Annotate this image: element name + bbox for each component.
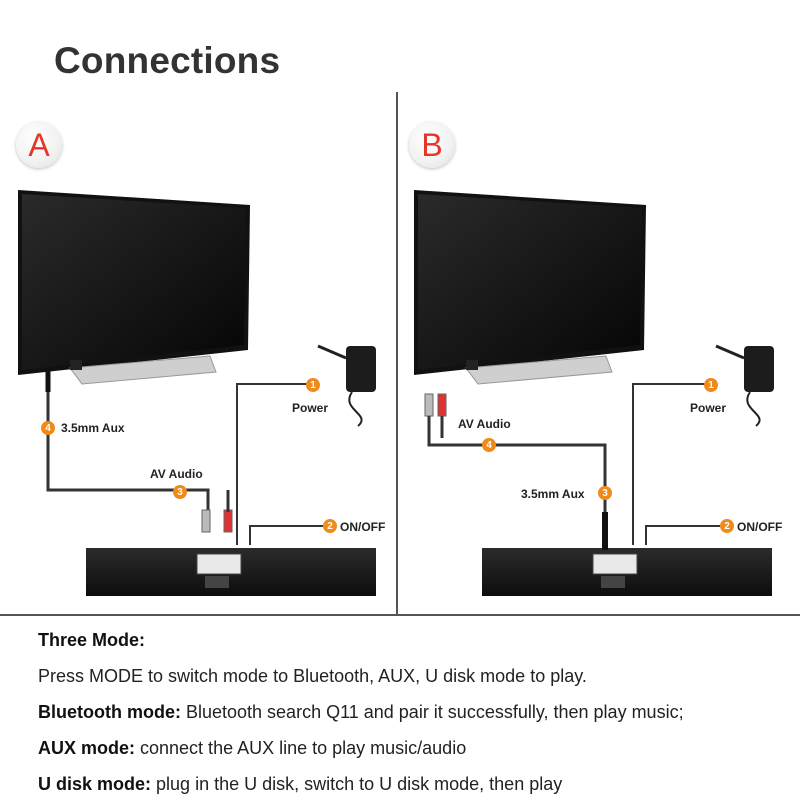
soundbar-a <box>86 548 376 596</box>
badge-onoff-a: 2 <box>323 519 337 533</box>
power-adapter-a <box>317 344 376 427</box>
badge-aux-a: 4 <box>41 421 55 435</box>
modes-section: Three Mode: Press MODE to switch mode to… <box>38 622 788 802</box>
label-av-a: AV Audio <box>150 467 203 481</box>
badge-power-a: 1 <box>306 378 320 392</box>
badge-aux-b: 3 <box>598 486 612 500</box>
panel-a-label: A <box>16 122 62 168</box>
label-power-b: Power <box>690 401 727 415</box>
connection-diagram <box>18 190 774 596</box>
label-onoff-b: ON/OFF <box>737 520 783 534</box>
tv-b <box>414 190 646 385</box>
panel-b-label: B <box>409 122 455 168</box>
mode-u-disk: U disk mode: plug in the U disk, switch … <box>38 774 563 794</box>
section-divider <box>0 614 800 616</box>
modes-intro: Press MODE to switch mode to Bluetooth, … <box>38 666 587 686</box>
soundbar-b <box>482 548 772 596</box>
label-aux-b: 3.5mm Aux <box>521 487 585 501</box>
tv-a <box>18 190 250 385</box>
badge-power-b: 1 <box>704 378 718 392</box>
label-onoff-a: ON/OFF <box>340 520 386 534</box>
modes-heading: Three Mode: <box>38 630 146 650</box>
badge-onoff-b: 2 <box>720 519 734 533</box>
power-adapter-b <box>715 344 774 427</box>
mode-bluetooth: Bluetooth mode: Bluetooth search Q11 and… <box>38 702 684 722</box>
panel-divider <box>396 92 398 614</box>
badge-av-b: 4 <box>482 438 496 452</box>
badge-av-a: 3 <box>173 485 187 499</box>
label-power-a: Power <box>292 401 329 415</box>
label-av-b: AV Audio <box>458 417 511 431</box>
panel-b-artwork <box>414 190 774 596</box>
panel-a-artwork <box>18 190 376 596</box>
label-aux-a: 3.5mm Aux <box>61 421 125 435</box>
page-title: Connections <box>54 40 281 81</box>
mode-aux: AUX mode: connect the AUX line to play m… <box>38 738 467 758</box>
